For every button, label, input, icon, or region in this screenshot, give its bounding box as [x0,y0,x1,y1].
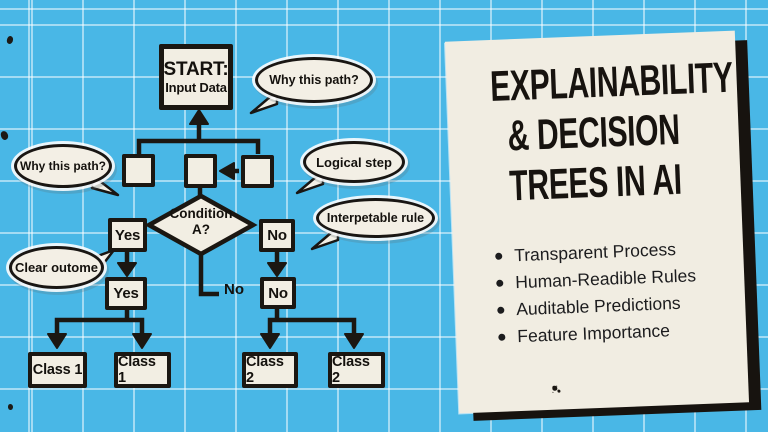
bubble-text: Why this path? [14,144,112,188]
bubble-text: Interpetable rule [316,198,435,238]
speech-bubble-interpetable-rule: Interpetable rule [310,198,435,251]
flowchart-connectors [47,109,364,349]
edge-no-label: No [224,281,244,298]
arrowhead-left-icon [219,162,235,180]
speech-bubble-why-this-path-top: Why this path? [249,57,373,115]
card-title-line-1: EXPLAINABILITY [489,53,734,111]
edge-class2-tee [267,317,357,336]
edge-top-tee [136,138,261,154]
speech-bubble-why-this-path-left: Why this path? [14,144,120,197]
arrowhead-down-icon [344,333,364,349]
decision-line2: A? [192,222,210,237]
bullet-item: Transparent Process [495,237,730,267]
edge-diamond-no-elbow [198,252,219,297]
bullet-dot-icon [497,306,505,314]
yes-node-1: Yes [108,218,147,252]
bullet-dot-icon [498,333,506,341]
ink-speck [552,385,558,391]
arrowhead-down-icon [117,262,137,277]
decision-line1: Condition [169,206,233,221]
arrowhead-down-icon [267,262,287,277]
speech-bubble-logical-step: Logical step [295,141,405,195]
step-node-left [122,154,155,187]
card-title-line-3: TREES IN AI [508,155,683,211]
bubble-text: Clear outome [9,246,104,289]
arrowhead-down-icon [260,333,280,349]
ink-speck [8,404,13,410]
leaf-class1-b: Class 1 [114,352,171,388]
start-node: START: Input Data [159,44,233,110]
bullet-text: Feature Importance [516,320,671,347]
step-node-right [241,155,274,188]
leaf-class1-a: Class 1 [28,352,87,388]
no-node-1: No [259,219,295,252]
bullet-text: Human-Readible Rules [514,265,697,293]
bullet-text: Auditable Predictions [515,292,681,320]
start-title: START: [163,58,229,80]
arrowhead-down-icon [47,333,67,349]
bullet-item: Auditable Predictions [497,291,732,321]
bubble-text: Logical step [303,141,405,183]
arrowhead-up-icon [189,109,209,125]
leaf-class2-a: Class 2 [242,352,298,388]
bullet-item: Human-Readible Rules [496,264,731,294]
card-bullet-list: Transparent Process Human-Readible Rules… [495,237,733,354]
decision-label: Condition A? [160,206,242,238]
arrowhead-down-icon [132,333,152,349]
bullet-text: Transparent Process [513,238,677,266]
start-subtitle: Input Data [165,79,227,95]
speech-bubble-clear-outome: Clear outome [9,246,116,289]
bubble-text: Why this path? [255,57,373,103]
card-title: EXPLAINABILITY & DECISION TREES IN AI [446,53,742,214]
yes-node-2: Yes [105,277,147,310]
no-node-2: No [260,277,296,309]
edge-class1-tee [54,317,145,336]
leaf-class2-b: Class 2 [328,352,385,388]
bullet-item: Feature Importance [498,318,733,348]
bullet-dot-icon [496,279,504,287]
step-node-middle [184,154,217,188]
bullet-dot-icon [495,252,503,260]
card-title-line-2: & DECISION [506,105,681,161]
info-card: EXPLAINABILITY & DECISION TREES IN AI Tr… [444,30,750,414]
